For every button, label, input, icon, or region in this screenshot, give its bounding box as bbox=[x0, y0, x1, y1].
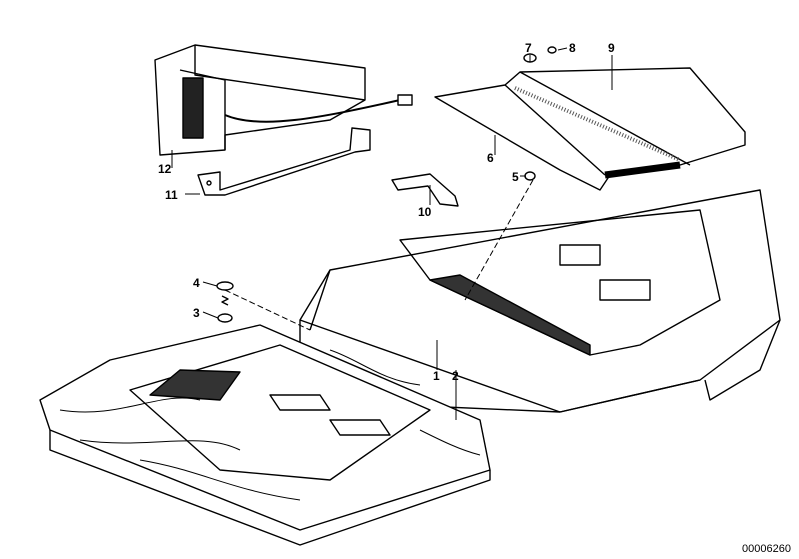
leader-lines bbox=[171, 47, 613, 420]
label-3: 3 bbox=[193, 306, 200, 320]
label-12: 12 bbox=[158, 162, 172, 176]
label-7: 7 bbox=[525, 41, 532, 55]
label-2: 2 bbox=[452, 369, 459, 383]
part-12-tray bbox=[154, 44, 413, 156]
label-1: 1 bbox=[433, 369, 440, 383]
label-4: 4 bbox=[193, 276, 200, 290]
parts-3-4-5-7-8-fasteners bbox=[216, 46, 557, 323]
label-9: 9 bbox=[608, 41, 615, 55]
part-11-bracket bbox=[197, 127, 371, 196]
label-8: 8 bbox=[569, 41, 576, 55]
label-5: 5 bbox=[512, 170, 519, 184]
label-10: 10 bbox=[418, 205, 432, 219]
label-11: 11 bbox=[165, 188, 178, 202]
part-2-wood-cover bbox=[39, 324, 491, 546]
part-6-9-indicator-panel bbox=[434, 67, 746, 191]
label-6: 6 bbox=[487, 151, 494, 165]
part-10-clip bbox=[391, 173, 459, 207]
reference-number: 00006260 bbox=[742, 543, 791, 555]
